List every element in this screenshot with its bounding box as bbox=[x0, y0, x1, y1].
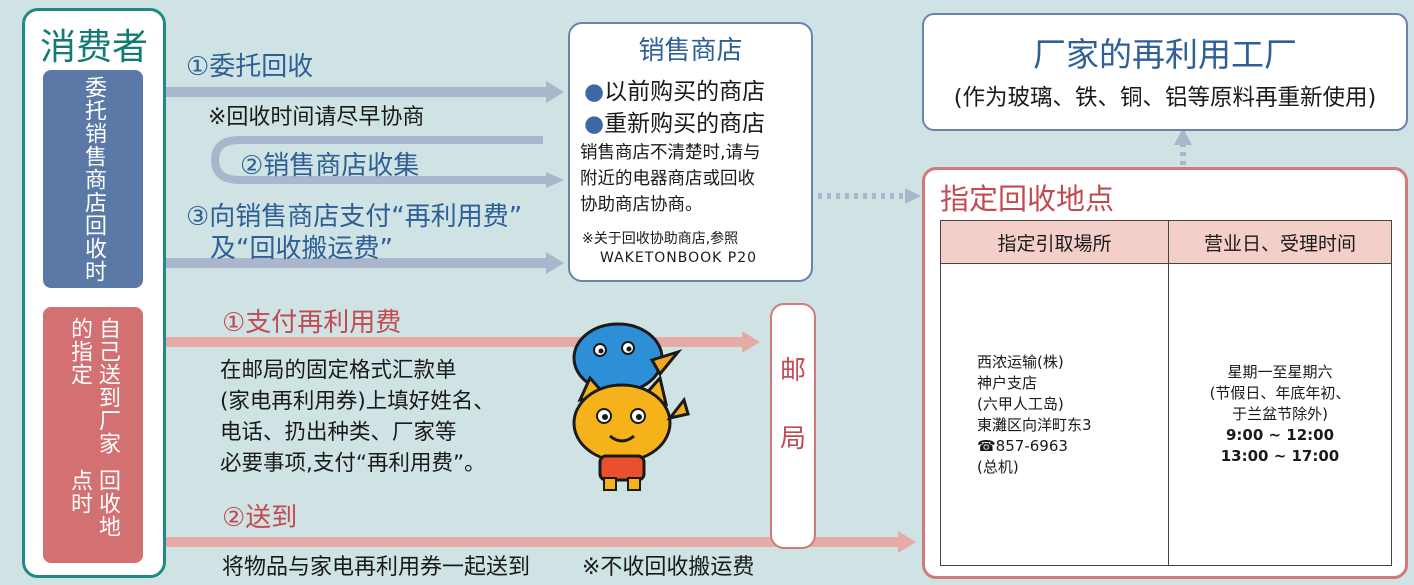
store-desc-line: 协助商店协商。 bbox=[580, 195, 703, 215]
col-header-location: 指定引取場所 bbox=[940, 220, 1169, 264]
step-request-collection: ①委托回收 bbox=[186, 52, 314, 82]
col-header-hours: 营业日、受理时间 bbox=[1168, 220, 1392, 264]
address-line: (六甲人工岛) bbox=[977, 394, 1064, 413]
store-description: 销售商店不清楚时,请与 附近的电器商店或回收 协助商店协商。 bbox=[580, 140, 806, 218]
step-pay-fee-line2: 及“回收搬运费” bbox=[210, 234, 393, 264]
collection-point-table: 指定引取場所 营业日、受理时间 西浓运输(株) 神户支店 (六甲人工岛) 東灘区… bbox=[940, 220, 1392, 566]
arrow-store-to-point-head bbox=[905, 188, 921, 204]
store-item-label: 重新购买的商店 bbox=[604, 111, 766, 137]
factory-title: 厂家的再利用工厂 bbox=[1033, 35, 1297, 74]
hours-line: 于兰盆节除外) bbox=[1232, 405, 1328, 423]
address-line: (总机) bbox=[977, 457, 1019, 476]
post-office-char-2: 局 bbox=[779, 424, 806, 454]
self-route-badge-col2: 自己送到厂家的指定 bbox=[67, 317, 120, 455]
store-box bbox=[568, 22, 813, 282]
cat-mascot-icon bbox=[572, 374, 690, 491]
post-office-instructions: 在邮局的固定格式汇款单 (家电再利用券)上填好姓名、 电话、扔出种类、厂家等 必… bbox=[220, 355, 495, 479]
arrow-pay-fee bbox=[143, 252, 564, 274]
store-item-label: 以前购买的商店 bbox=[604, 79, 766, 105]
post-office-char-1: 邮 bbox=[779, 356, 806, 386]
hours-time: 9:00 ~ 12:00 bbox=[1225, 426, 1335, 444]
location-cell: 西浓运输(株) 神户支店 (六甲人工岛) 東灘区向洋町东3 ☎857-6963 … bbox=[940, 263, 1169, 566]
store-title: 销售商店 bbox=[638, 36, 743, 66]
self-route-badge: 自己送到厂家的指定 回收地点时 bbox=[43, 307, 143, 563]
factory-box bbox=[922, 13, 1408, 131]
bird-mascot-icon bbox=[572, 322, 683, 394]
phone-line: ☎857-6963 bbox=[977, 436, 1068, 455]
step-pay-fee-line1: ③向销售商店支付“再利用费” bbox=[186, 202, 523, 232]
arrow-point-to-factory-head bbox=[1174, 128, 1192, 145]
bullet-icon: ● bbox=[584, 111, 605, 137]
store-reference-book: WAKETONBOOK P20 bbox=[600, 250, 758, 266]
hours-line: 星期一至星期六 bbox=[1227, 363, 1333, 381]
deliver-note: 将物品与家电再利用券一起送到 bbox=[222, 555, 531, 580]
hours-cell: 星期一至星期六 (节假日、年底年初、 于兰盆节除外) 9:00 ~ 12:00 … bbox=[1168, 263, 1392, 566]
store-reference-note: ※关于回收协助商店,参照 bbox=[582, 231, 739, 247]
arrow-request-collection bbox=[143, 81, 564, 103]
mascot-illustration bbox=[572, 322, 690, 491]
hours-time: 13:00 ~ 17:00 bbox=[1220, 447, 1340, 465]
address-line: 神户支店 bbox=[977, 373, 1038, 392]
arrow-deliver bbox=[143, 531, 916, 553]
store-item-new: ●重新购买的商店 bbox=[584, 104, 765, 138]
store-route-badge: 委托销售商店回收时 bbox=[43, 70, 143, 288]
bullet-icon: ● bbox=[584, 79, 605, 105]
factory-subtitle: (作为玻璃、铁、铜、铝等原料再重新使用) bbox=[953, 85, 1377, 111]
instruction-line: 电话、扔出种类、厂家等 bbox=[220, 420, 457, 445]
table-row: 西浓运输(株) 神户支店 (六甲人工岛) 東灘区向洋町东3 ☎857-6963 … bbox=[940, 263, 1392, 566]
no-fee-note: ※不收回收搬运费 bbox=[582, 555, 755, 580]
store-item-previous: ●以前购买的商店 bbox=[584, 72, 765, 106]
store-desc-line: 销售商店不清楚时,请与 bbox=[580, 143, 761, 163]
hours-line: (节假日、年底年初、 bbox=[1209, 384, 1351, 402]
instruction-line: 必要事项,支付“再利用费”。 bbox=[220, 451, 486, 476]
collection-time-note: ※回收时间请尽早协商 bbox=[208, 105, 425, 130]
step-store-collect: ②销售商店收集 bbox=[240, 151, 420, 181]
table-header-row: 指定引取場所 营业日、受理时间 bbox=[940, 220, 1392, 264]
instruction-line: (家电再利用券)上填好姓名、 bbox=[220, 389, 495, 414]
address-line: 西浓运输(株) bbox=[977, 352, 1064, 371]
consumer-title: 消费者 bbox=[39, 27, 148, 68]
self-route-badge-col1: 回收地点时 bbox=[67, 469, 120, 539]
address-line: 東灘区向洋町东3 bbox=[977, 415, 1092, 434]
arrow-pay-post bbox=[143, 331, 760, 353]
post-office-box bbox=[770, 303, 816, 549]
arrow-store-collect-return bbox=[210, 136, 546, 184]
store-desc-line: 附近的电器商店或回收 bbox=[580, 169, 755, 189]
step-pay-recycling-fee: ①支付再利用费 bbox=[222, 308, 402, 338]
self-route-arrows bbox=[143, 331, 916, 553]
step-deliver: ②送到 bbox=[222, 503, 298, 533]
collection-point-title: 指定回收地点 bbox=[940, 182, 1115, 216]
instruction-line: 在邮局的固定格式汇款单 bbox=[220, 358, 457, 383]
store-route-arrows bbox=[143, 81, 1192, 274]
arrow-store-collect-head bbox=[546, 172, 564, 188]
